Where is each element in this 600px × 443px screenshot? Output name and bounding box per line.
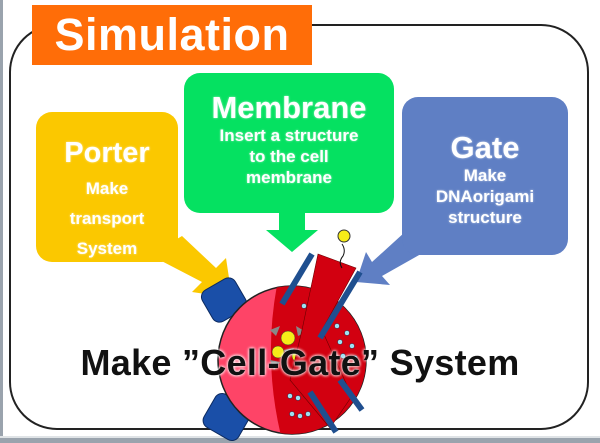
membrane-desc-line-3: membrane [246,168,332,187]
window-frame-bottom [0,438,600,443]
porter-desc-line-3: System [76,239,138,258]
gate-desc-line-3: structure [448,208,522,227]
porter-desc-line-2: transport [69,209,145,228]
membrane-desc-line-2: to the cell [249,147,329,166]
system-caption: Make ”Cell-Gate” System [80,342,520,383]
window-frame-left [0,0,3,443]
porter-bubble: Porter Make transport System [36,112,178,262]
porter-desc-line-1: Make [85,179,129,198]
title-banner: Simulation [32,5,312,65]
gate-bubble: Gate Make DNAorigami structure [402,97,568,255]
gate-title: Gate [450,130,520,165]
membrane-desc-line-1: Insert a structure [219,126,359,145]
cell-illustration [200,229,367,442]
porter-title: Porter [64,137,150,169]
gate-desc-line-1: Make [463,166,507,185]
gate-desc-line-2: DNAorigami [435,187,535,206]
membrane-title: Membrane [211,90,367,125]
membrane-bubble: Membrane Insert a structure to the cell … [184,73,394,213]
title-text: Simulation [54,9,290,60]
window-frame-bottom-highlight [0,436,600,438]
dna-origami-gate [279,229,365,434]
membrane-arrow [266,212,318,252]
